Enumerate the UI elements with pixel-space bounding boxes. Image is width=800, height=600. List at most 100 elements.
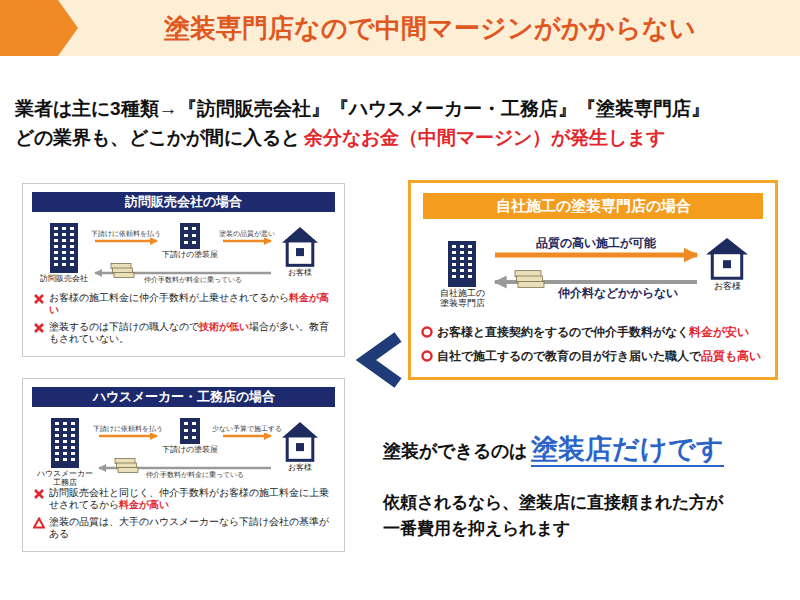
building-body bbox=[180, 223, 200, 249]
note-text: 塗装するのは下請けの職人なので技術が低い場合が多い。教育もされていない。 bbox=[49, 321, 332, 346]
case-panel: 自社施工の塗装専門店の場合お客様と直接契約をするので仲介手数料がなく料金が安い自… bbox=[408, 180, 778, 380]
note-text: お客様の施工料金に仲介手数料が上乗せされてるから料金が高い bbox=[49, 292, 332, 317]
node-icon bbox=[442, 239, 482, 287]
window bbox=[62, 251, 66, 254]
window bbox=[71, 452, 75, 455]
window bbox=[460, 257, 464, 260]
window bbox=[63, 428, 67, 431]
customer-node: お客様 bbox=[273, 224, 327, 279]
window bbox=[184, 234, 188, 237]
case-panel: 訪問販売会社の場合お客様の施工料金に仲介手数料が上乗せされてるから料金が高い塗装… bbox=[22, 183, 345, 357]
note-row: お客様と直接契約をするので仲介手数料がなく料金が安い bbox=[421, 325, 767, 340]
window bbox=[71, 428, 75, 431]
window bbox=[71, 434, 75, 437]
intro-text: 業者は主に3種類→『訪問販売会社』『ハウスメーカー・工務店』『塗装専門店』 bbox=[15, 95, 710, 124]
window bbox=[62, 257, 66, 260]
house-body bbox=[287, 436, 313, 460]
chevron bbox=[366, 337, 398, 383]
window bbox=[192, 241, 196, 244]
note-emphasis: 品質も高い bbox=[701, 350, 761, 362]
emphasis-text: 余分なお金（中間マージン）が発生します bbox=[304, 124, 665, 153]
house-window bbox=[296, 248, 304, 256]
window bbox=[460, 245, 464, 248]
window bbox=[452, 275, 456, 278]
window bbox=[452, 257, 456, 260]
note-text: お客様の施工料金に仲介手数料が上乗せされてるから bbox=[49, 292, 289, 303]
window bbox=[452, 263, 456, 266]
window bbox=[62, 233, 66, 236]
conclusion-emphasis: 塗装店だけです bbox=[531, 433, 724, 467]
note-text: お客様と直接契約をするので仲介手数料がなく料金が安い bbox=[437, 325, 749, 340]
cross-mark bbox=[35, 295, 43, 303]
window bbox=[63, 452, 67, 455]
node-label: ハウスメーカー 工務店 bbox=[36, 469, 94, 487]
window bbox=[62, 263, 66, 266]
window bbox=[54, 251, 58, 254]
window bbox=[468, 251, 472, 254]
window bbox=[70, 227, 74, 230]
node-icon bbox=[280, 225, 320, 267]
triangle-mark bbox=[34, 518, 44, 527]
window bbox=[468, 275, 472, 278]
company-node: 訪問販売会社 bbox=[35, 220, 93, 285]
company-node: 下請けの塗装屋 bbox=[159, 415, 221, 456]
window bbox=[468, 263, 472, 266]
customer-node: お客様 bbox=[699, 235, 755, 293]
title-band bbox=[0, 0, 800, 56]
window bbox=[70, 239, 74, 242]
note-list: 訪問販売会社と同じく、仲介手数料がお客様の施工料金に上乗せされてるから料金が高い… bbox=[33, 487, 332, 544]
node-label: 下請けの塗装屋 bbox=[160, 250, 220, 259]
window bbox=[70, 245, 74, 248]
edge-label: 品質の高い施工が可能 bbox=[535, 236, 657, 250]
window bbox=[184, 422, 188, 425]
window bbox=[62, 245, 66, 248]
circle-mark bbox=[423, 351, 432, 360]
window bbox=[62, 239, 66, 242]
building-body bbox=[50, 223, 78, 273]
note-symbol bbox=[33, 517, 45, 529]
note-text: 塗装の品質は、大手のハウスメーカーなら下請け会社の基準がある bbox=[49, 516, 329, 539]
edge-label: 仲介手数料が料金に乗っている bbox=[145, 471, 245, 479]
node-label: 自社施工の 塗装専門店 bbox=[438, 288, 486, 309]
window bbox=[70, 251, 74, 254]
note-list: お客様と直接契約をするので仲介手数料がなく料金が安い自社で施工するので教育の目が… bbox=[421, 325, 767, 373]
edge-label: 下請けに依頼料を払う bbox=[92, 425, 164, 433]
note-row: 塗装するのは下請けの職人なので技術が低い場合が多い。教育もされていない。 bbox=[33, 321, 332, 346]
conclusion-text: 塗装ができるのは bbox=[383, 438, 527, 465]
note-text: お客様と直接契約をするので仲介手数料がなく bbox=[437, 326, 689, 338]
edge-label: 少ない予算で施工する bbox=[211, 425, 283, 433]
bill bbox=[518, 281, 544, 287]
window bbox=[55, 446, 59, 449]
window bbox=[460, 275, 464, 278]
note-emphasis: 技術が低い bbox=[199, 321, 249, 332]
window bbox=[184, 241, 188, 244]
window bbox=[55, 422, 59, 425]
node-label: 下請けの塗装屋 bbox=[160, 445, 220, 454]
window bbox=[62, 227, 66, 230]
bill bbox=[118, 468, 138, 473]
note-row: 訪問販売会社と同じく、仲介手数料がお客様の施工料金に上乗せされてるから料金が高い bbox=[33, 487, 332, 512]
company-node: 自社施工の 塗装専門店 bbox=[431, 238, 493, 311]
window bbox=[452, 245, 456, 248]
panel-title: 自社施工の塗装専門店の場合 bbox=[496, 197, 691, 216]
building-body bbox=[448, 241, 476, 287]
note-row: 自社で施工するので教育の目が行き届いた職人で品質も高い bbox=[421, 349, 767, 364]
node-label: お客様 bbox=[275, 463, 325, 472]
window bbox=[55, 440, 59, 443]
window bbox=[70, 263, 74, 266]
window bbox=[71, 458, 75, 461]
node-icon bbox=[176, 416, 204, 444]
note-text: 自社で施工するので教育の目が行き届いた職人で bbox=[437, 350, 701, 362]
window bbox=[63, 422, 67, 425]
window bbox=[184, 436, 188, 439]
flow-arrow bbox=[99, 435, 157, 438]
window bbox=[55, 458, 59, 461]
node-label: お客様 bbox=[700, 281, 754, 291]
company-node: 下請けの塗装屋 bbox=[159, 220, 221, 261]
window bbox=[54, 227, 58, 230]
window bbox=[54, 233, 58, 236]
note-list: お客様の施工料金に仲介手数料が上乗せされてるから料金が高い塗装するのは下請けの職… bbox=[33, 292, 332, 349]
house-window bbox=[723, 260, 731, 268]
window bbox=[63, 446, 67, 449]
